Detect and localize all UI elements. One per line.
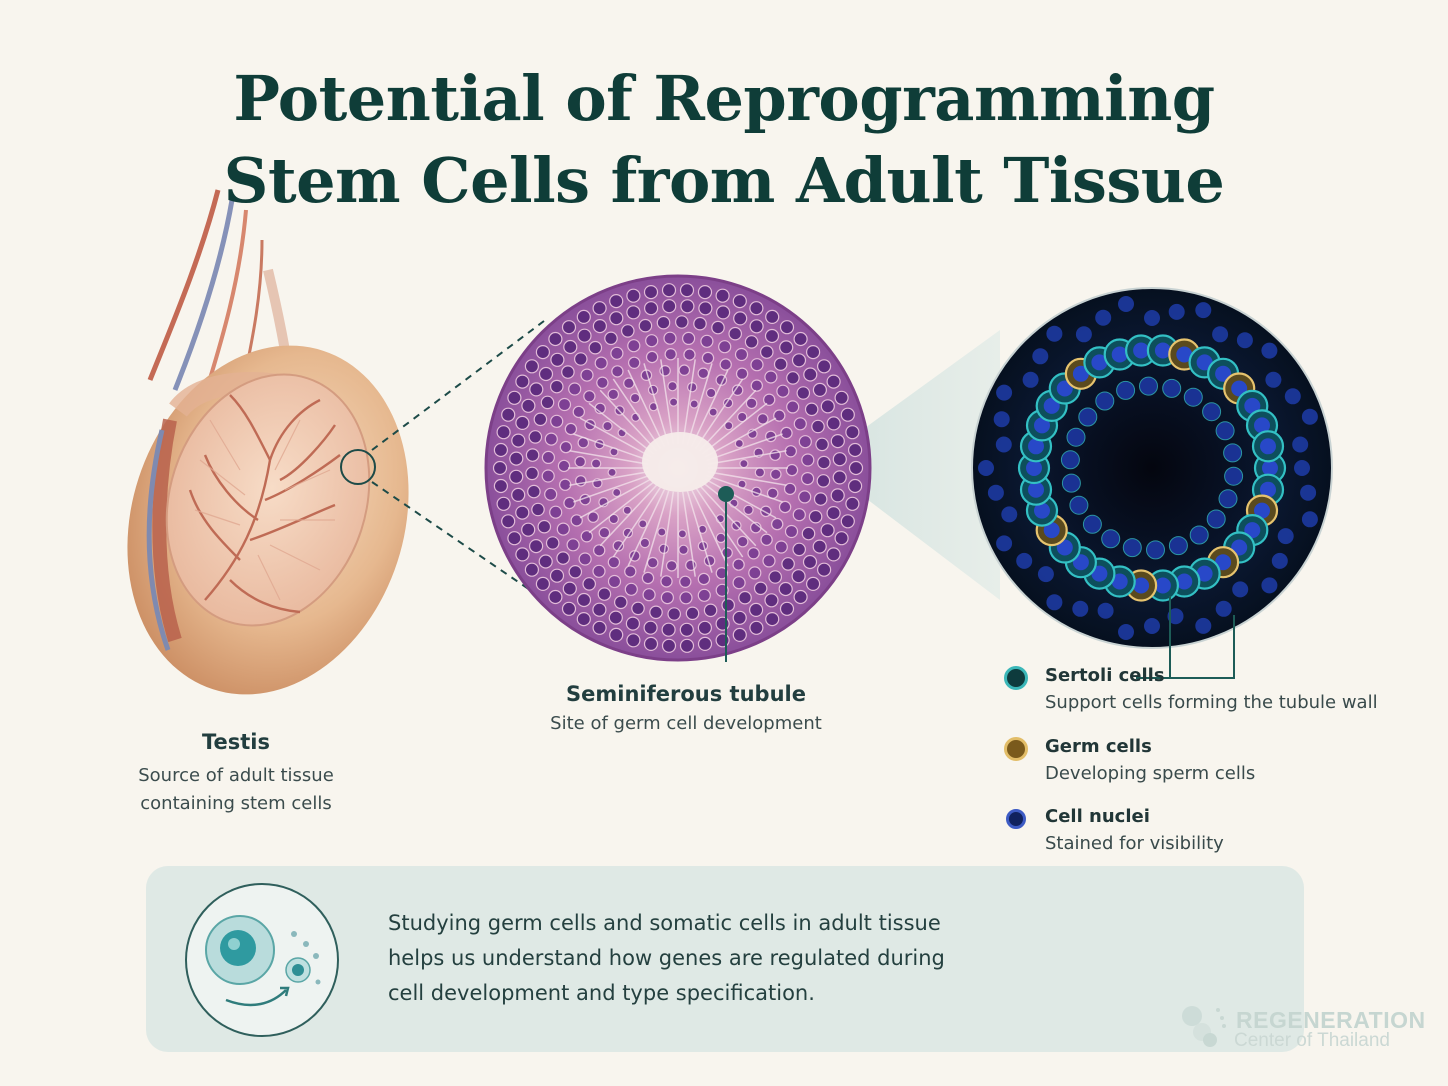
title-line-2: Stem Cells from Adult Tissue [223, 144, 1225, 217]
legend-connector [1169, 596, 1235, 679]
logo-subtitle: Center of Thailand [1234, 1030, 1390, 1051]
tubule-desc: Site of germ cell development [550, 713, 822, 734]
testis-illustration [127, 189, 409, 695]
info-panel: Studying germ cells and somatic cells in… [146, 866, 1304, 1052]
legend-desc: Support cells forming the tubule wall [1045, 692, 1378, 713]
cell-division-icon [185, 883, 339, 1037]
legend-name: Sertoli cells [1045, 665, 1165, 686]
germ-dot-icon [1004, 737, 1028, 761]
testis-label: Testis Source of adult tissue containing… [96, 730, 376, 818]
info-text: Studying germ cells and somatic cells in… [388, 911, 945, 1005]
tubule-label: Seminiferous tubule Site of germ cell de… [496, 682, 876, 738]
logo-mark-icon [1182, 1006, 1226, 1047]
legend-name: Germ cells [1045, 736, 1152, 757]
logo: REGENERATION Center of Thailand [1178, 1000, 1428, 1060]
testis-title: Testis [201, 730, 270, 754]
legend-desc: Stained for visibility [1045, 833, 1224, 854]
zoom-line-bottom [371, 481, 531, 591]
testis-desc-line2: containing stem cells [140, 793, 332, 814]
logo-name: REGENERATION [1236, 1007, 1426, 1033]
title-line-1: Potential of Reprogramming [233, 62, 1215, 135]
nuclei-dot-icon [1006, 809, 1026, 829]
legend-desc: Developing sperm cells [1045, 763, 1256, 784]
testis-desc-line1: Source of adult tissue [138, 765, 334, 786]
page-title: Potential of Reprogramming Stem Cells fr… [0, 58, 1448, 222]
zoom-beam [818, 330, 1000, 600]
legend-name: Cell nuclei [1045, 806, 1150, 827]
zoom-line-top [371, 317, 549, 451]
sertoli-dot-icon [1004, 666, 1028, 690]
seminiferous-tubule-image [484, 274, 872, 662]
tubule-title: Seminiferous tubule [566, 682, 806, 706]
fluorescence-image [971, 287, 1333, 649]
